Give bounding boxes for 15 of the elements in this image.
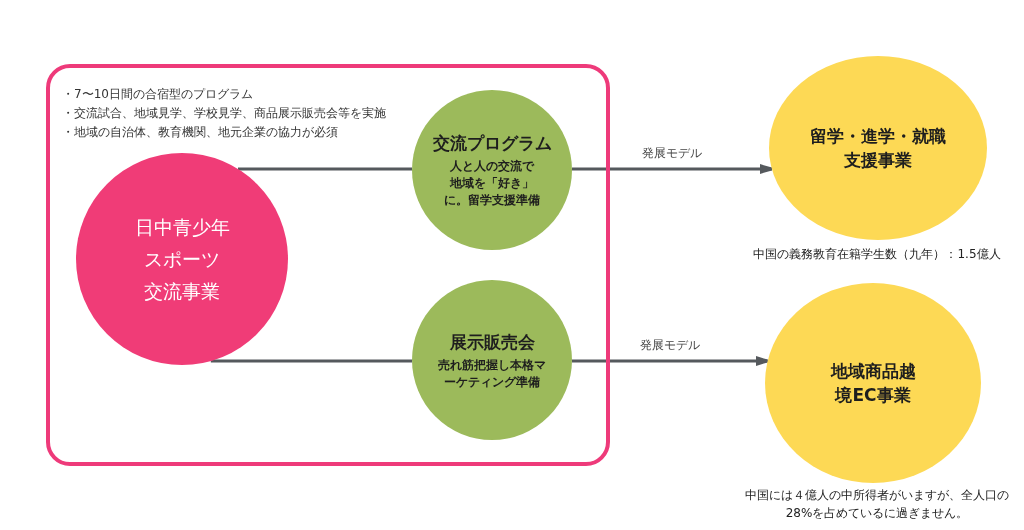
bullet-text: ・7〜10日間の合宿型のプログラム [62,86,253,103]
node-text: 人と人の交流で地域を「好き」に。留学支援準備 [443,158,541,209]
node-caption: 中国には４億人の中所得者がいますが、全人口の28%を占めているに過ぎません。 [744,487,1010,522]
node-text: 売れ筋把握し本格マーケティング準備 [437,356,547,391]
node-caption: 中国の義務教育在籍学生数（九年）：1.5億人 [753,246,1001,263]
node-title: 留学・進学・就職支援事業 [809,125,947,172]
node-title: 日中青少年スポーツ交流事業 [133,215,231,304]
connector-line [210,359,412,363]
bullet-text: ・交流試合、地域見学、学校見学、商品展示販売会等を実施 [62,105,386,122]
node-title: 地域商品越境EC事業 [829,360,917,407]
node-title: 展示販売会 [449,330,535,354]
node-title: 交流プログラム [432,132,552,155]
rounded-frame [46,64,610,466]
connector-line [238,167,412,171]
bullet-text: ・地域の自治体、教育機関、地元企業の協力が必須 [62,124,338,141]
